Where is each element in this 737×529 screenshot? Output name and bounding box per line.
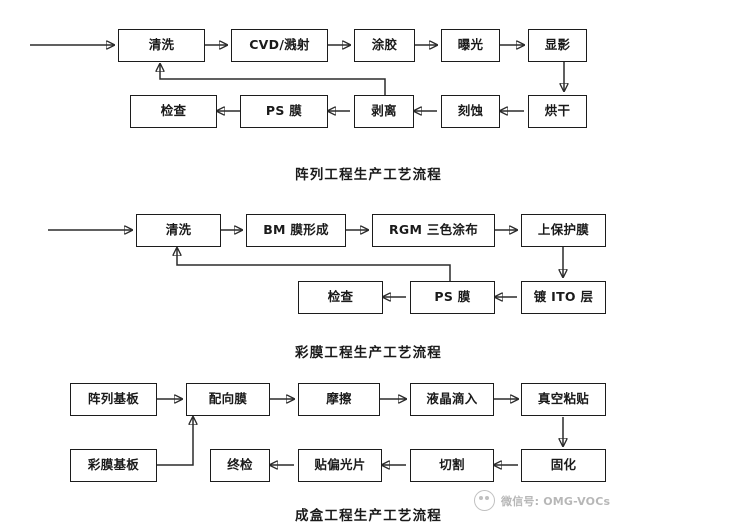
node-cf-ito-layer[interactable]: 镀 ITO 层: [521, 281, 606, 314]
caption-array-process: 阵列工程生产工艺流程: [295, 167, 442, 183]
node-cell-alignment-film[interactable]: 配向膜: [186, 383, 270, 416]
edge-a8-feedback-to-a1: [160, 64, 386, 95]
node-cell-lc-dropping[interactable]: 液晶滴入: [410, 383, 494, 416]
node-cell-polarizer-attach[interactable]: 贴偏光片: [298, 449, 382, 482]
node-cf-protect-film[interactable]: 上保护膜: [521, 214, 606, 247]
node-cell-array-substrate[interactable]: 阵列基板: [70, 383, 157, 416]
watermark-text: 微信号: OMG-VOCs: [501, 494, 611, 508]
wechat-logo-icon: [474, 490, 495, 511]
node-cf-cleaning[interactable]: 清洗: [136, 214, 221, 247]
node-array-ps-film[interactable]: PS 膜: [240, 95, 328, 128]
node-array-develop[interactable]: 显影: [528, 29, 587, 62]
node-cf-rgm-coating[interactable]: RGM 三色涂布: [372, 214, 495, 247]
node-cell-vacuum-bonding[interactable]: 真空粘贴: [521, 383, 606, 416]
node-array-inspection[interactable]: 检查: [130, 95, 217, 128]
edge-c10-to-c2: [157, 417, 193, 466]
node-cell-cutting[interactable]: 切割: [410, 449, 494, 482]
edge-b6-feedback-to-b1: [177, 248, 451, 281]
node-cf-inspection[interactable]: 检查: [298, 281, 383, 314]
node-cf-ps-film[interactable]: PS 膜: [410, 281, 495, 314]
node-array-stripping[interactable]: 剥离: [354, 95, 414, 128]
node-cell-cf-substrate[interactable]: 彩膜基板: [70, 449, 157, 482]
node-array-etching[interactable]: 刻蚀: [441, 95, 500, 128]
node-array-coating[interactable]: 涂胶: [354, 29, 415, 62]
node-cell-rubbing[interactable]: 摩擦: [298, 383, 380, 416]
caption-cell-assembly-process: 成盒工程生产工艺流程: [295, 508, 442, 524]
node-array-bake[interactable]: 烘干: [528, 95, 587, 128]
watermark: 微信号: OMG-VOCs: [474, 490, 610, 511]
node-array-exposure[interactable]: 曝光: [441, 29, 500, 62]
caption-color-filter-process: 彩膜工程生产工艺流程: [295, 345, 442, 361]
node-cell-curing[interactable]: 固化: [521, 449, 606, 482]
node-array-cleaning[interactable]: 清洗: [118, 29, 205, 62]
node-cf-bm-film[interactable]: BM 膜形成: [246, 214, 346, 247]
node-cell-final-inspection[interactable]: 终检: [210, 449, 270, 482]
node-array-cvd[interactable]: CVD/溅射: [231, 29, 328, 62]
